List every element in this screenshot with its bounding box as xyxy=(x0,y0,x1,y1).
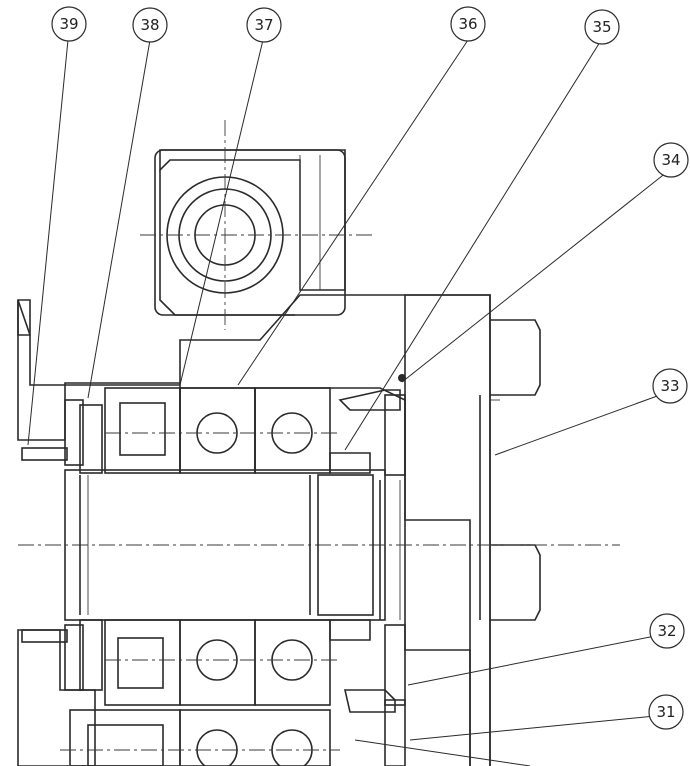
callout-38: 38 xyxy=(132,7,168,43)
callout-label-33: 33 xyxy=(660,377,679,395)
callout-label-32: 32 xyxy=(657,622,676,640)
leader-36 xyxy=(237,39,469,386)
leader-31 xyxy=(409,715,656,741)
callout-label-39: 39 xyxy=(59,15,78,33)
bearing-upper xyxy=(104,387,340,474)
leader-32 xyxy=(407,635,656,686)
leader-35 xyxy=(344,41,601,451)
retaining-ring xyxy=(64,399,103,691)
seal-ring xyxy=(379,394,406,766)
callout-37: 37 xyxy=(246,7,282,43)
callout-39: 39 xyxy=(51,6,87,42)
callout-33: 33 xyxy=(652,368,688,404)
callout-label-38: 38 xyxy=(140,16,159,34)
callout-label-37: 37 xyxy=(254,16,273,34)
leader-dot-34 xyxy=(398,374,406,382)
shaft-spacer-left xyxy=(21,447,68,643)
housing-upper xyxy=(17,294,491,766)
callout-34: 34 xyxy=(653,142,689,178)
callout-35: 35 xyxy=(584,9,620,45)
callout-label-31: 31 xyxy=(656,703,675,721)
leader-34 xyxy=(401,171,668,383)
leader-33 xyxy=(494,394,661,456)
leader-30 xyxy=(354,739,531,766)
callout-31: 31 xyxy=(648,694,684,730)
callout-32: 32 xyxy=(649,613,685,649)
callout-36: 36 xyxy=(450,6,486,42)
callout-label-35: 35 xyxy=(592,18,611,36)
leader-39 xyxy=(27,39,69,446)
spacer-right xyxy=(329,389,401,713)
callout-label-34: 34 xyxy=(661,151,680,169)
leader-37 xyxy=(179,39,264,386)
bearing-lower xyxy=(104,619,340,706)
bearing-bottom xyxy=(60,709,340,766)
cover-plate xyxy=(404,294,541,766)
mounting-lug xyxy=(140,120,375,330)
leader-38 xyxy=(87,39,151,399)
leader-lines xyxy=(27,39,668,766)
callout-label-36: 36 xyxy=(458,15,477,33)
